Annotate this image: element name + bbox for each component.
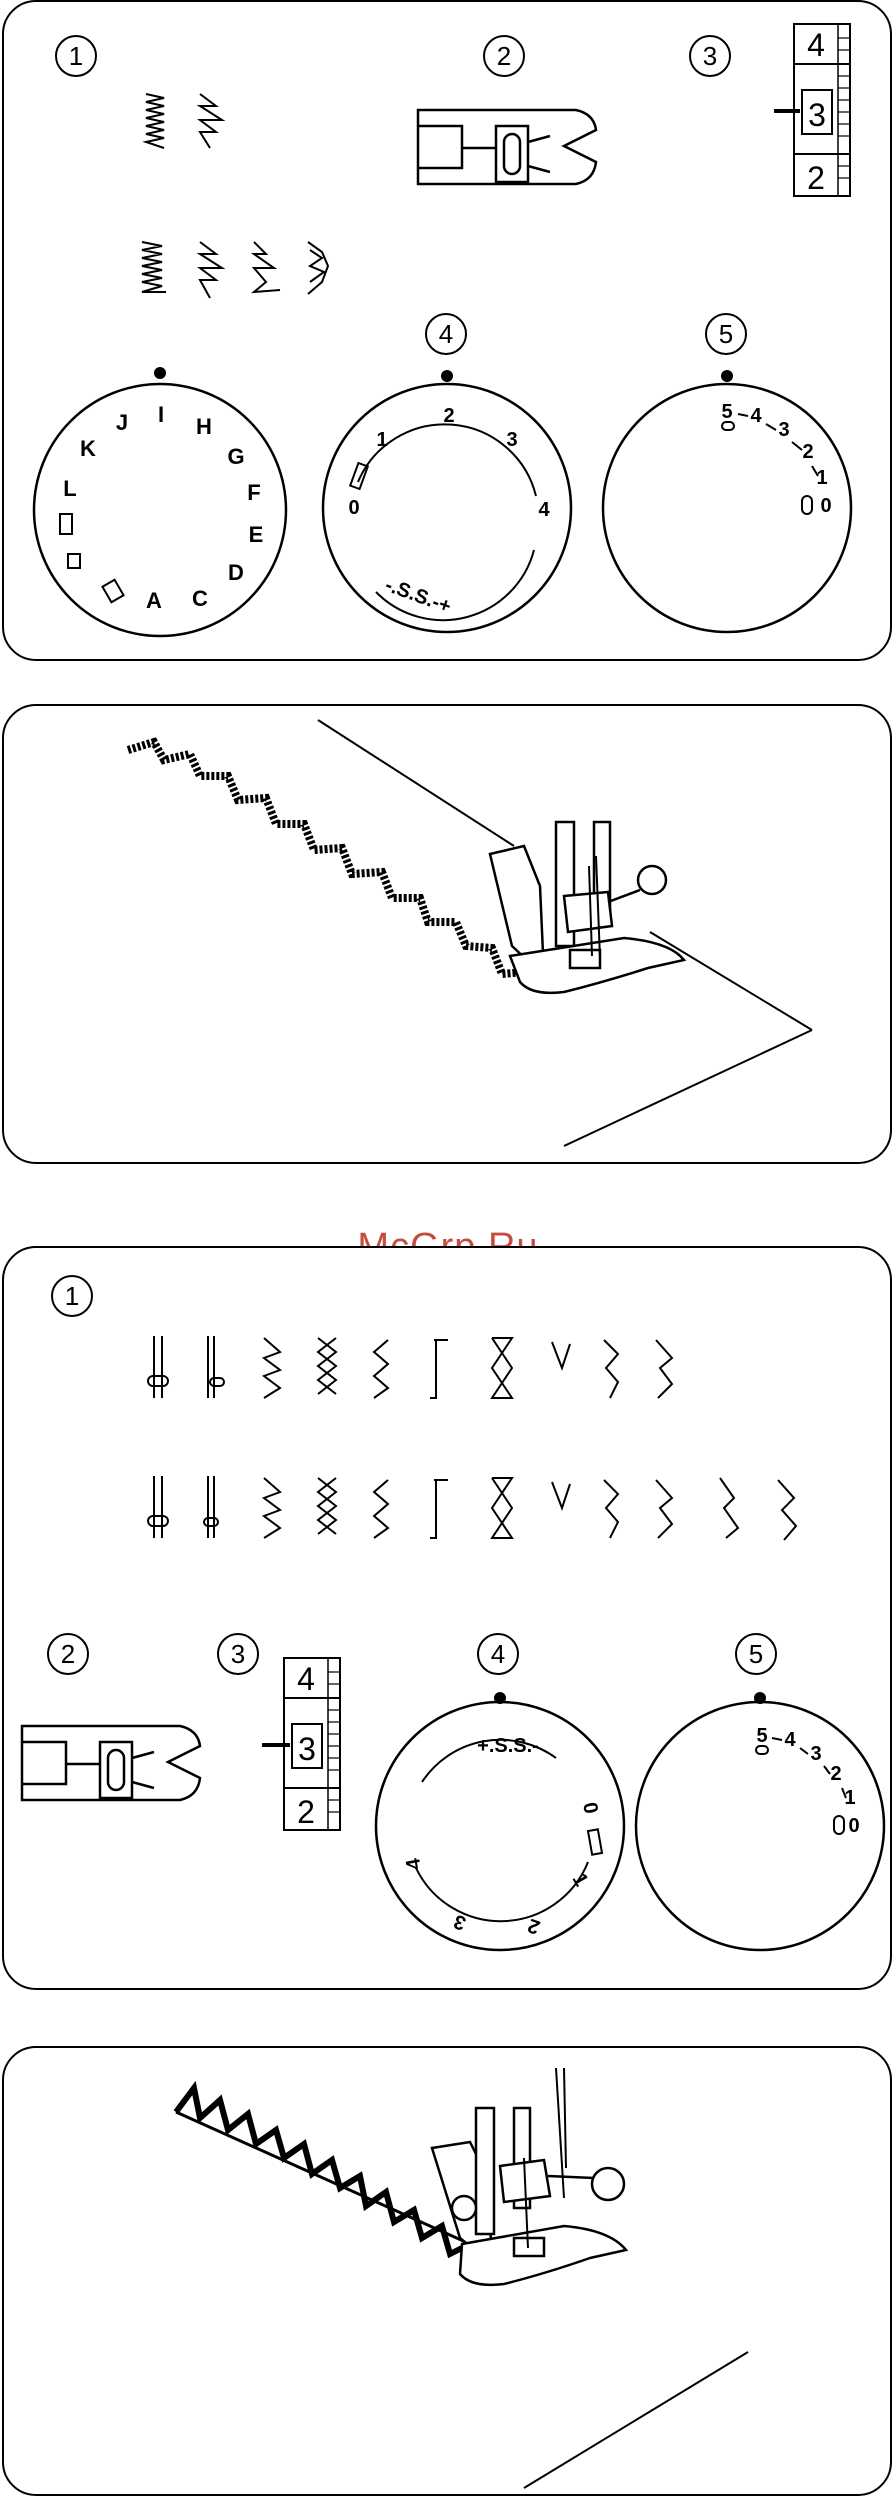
svg-text:3: 3	[506, 429, 517, 451]
svg-text:A: A	[146, 588, 162, 613]
svg-text:5: 5	[719, 319, 733, 349]
svg-text:2: 2	[443, 405, 454, 427]
svg-text:3: 3	[808, 97, 826, 133]
stitch-width-scale: 4 3 2	[774, 24, 850, 196]
panel-2-drawing: 1	[4, 1248, 894, 1992]
svg-text:1: 1	[844, 1787, 855, 1809]
label-3: 3	[218, 1634, 258, 1674]
label-5: 5	[706, 314, 746, 354]
svg-text:2: 2	[497, 41, 511, 71]
label-5: 5	[736, 1634, 776, 1674]
svg-text:L: L	[63, 476, 76, 501]
stitch-zigzag-icon	[146, 94, 222, 148]
svg-text:4: 4	[538, 499, 550, 521]
stitch-width-dial: +.S.S.- 0 1 2 3 4	[376, 1692, 624, 1950]
stitch-length-dial: 5 4 3 2 1 0	[636, 1692, 884, 1950]
label-2: 2	[48, 1634, 88, 1674]
svg-text:I: I	[158, 402, 164, 427]
svg-text:J: J	[116, 410, 128, 435]
svg-text:+.S.S.-: +.S.S.-	[477, 1735, 539, 1757]
svg-text:5: 5	[721, 401, 732, 423]
svg-text:4: 4	[439, 319, 453, 349]
svg-text:G: G	[227, 444, 244, 469]
svg-text:4: 4	[807, 27, 825, 63]
svg-text:4: 4	[402, 1856, 426, 1872]
svg-text:4: 4	[750, 405, 762, 427]
svg-text:1: 1	[65, 1281, 79, 1311]
sewing-illustration-panel-1	[2, 704, 892, 1164]
svg-text:0: 0	[578, 1801, 602, 1816]
svg-text:2: 2	[807, 160, 825, 196]
svg-text:2: 2	[830, 1763, 841, 1785]
label-4: 4	[426, 314, 466, 354]
stitch-pattern-row-1	[148, 1336, 672, 1398]
pattern-selector-dial: J I H G F E D C A L K	[34, 367, 286, 636]
svg-text:H: H	[196, 414, 212, 439]
stitch-pattern-row-2	[148, 1476, 796, 1540]
stitch-variants-icon	[142, 242, 328, 298]
svg-text:D: D	[228, 560, 244, 585]
zigzag-sewing-drawing	[4, 706, 894, 1166]
stitch-width-scale: 4 3 2	[262, 1658, 340, 1830]
zigzag-foot-icon	[418, 110, 596, 184]
svg-text:4: 4	[784, 1729, 796, 1751]
svg-text:C: C	[192, 586, 208, 611]
svg-text:0: 0	[348, 497, 359, 519]
zigzag-foot-icon	[22, 1726, 200, 1800]
svg-text:2: 2	[802, 441, 813, 463]
panel-1-drawing: 1 2 3	[4, 2, 894, 663]
svg-text:E: E	[249, 522, 264, 547]
sewing-illustration-panel-2	[2, 2046, 892, 2496]
label-3: 3	[690, 36, 730, 76]
svg-text:4: 4	[491, 1639, 505, 1669]
settings-panel-2: 1	[2, 1246, 892, 1990]
svg-text:1: 1	[69, 41, 83, 71]
svg-text:F: F	[247, 480, 260, 505]
svg-text:-.S.S.-+: -.S.S.-+	[382, 574, 454, 618]
svg-text:5: 5	[749, 1639, 763, 1669]
svg-text:3: 3	[451, 1910, 469, 1934]
stitch-length-dial: 5 4 3 2 1 0	[603, 370, 851, 632]
svg-text:5: 5	[756, 1725, 767, 1747]
label-1: 1	[56, 36, 96, 76]
stitch-width-dial: 2 1 0 3 4 -.S.S.-+	[323, 370, 571, 632]
overcasting-sewing-drawing	[4, 2048, 894, 2498]
label-1: 1	[52, 1276, 92, 1316]
svg-text:3: 3	[810, 1743, 821, 1765]
svg-text:3: 3	[231, 1639, 245, 1669]
label-2: 2	[484, 36, 524, 76]
svg-text:0: 0	[820, 495, 831, 517]
svg-text:0: 0	[848, 1815, 859, 1837]
svg-text:K: K	[80, 436, 96, 461]
svg-text:3: 3	[778, 419, 789, 441]
svg-text:1: 1	[376, 429, 387, 451]
settings-panel-1: 1 2 3	[2, 0, 892, 661]
label-4: 4	[478, 1634, 518, 1674]
svg-text:3: 3	[298, 1731, 316, 1767]
svg-text:1: 1	[568, 1870, 593, 1891]
svg-text:1: 1	[816, 467, 827, 489]
svg-text:2: 2	[297, 1794, 315, 1830]
svg-text:2: 2	[61, 1639, 75, 1669]
svg-text:3: 3	[703, 41, 717, 71]
svg-text:4: 4	[297, 1661, 315, 1697]
